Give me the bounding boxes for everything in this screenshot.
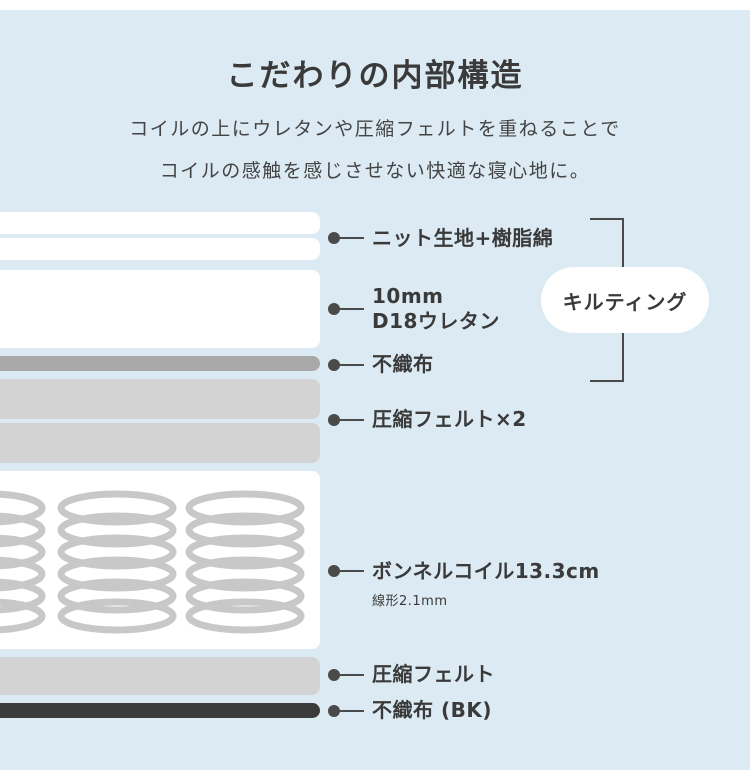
- marker-urethane: [328, 303, 364, 315]
- marker-knit: [328, 232, 364, 244]
- layer-knit-bottom: [0, 238, 320, 260]
- label-urethane-type: D18ウレタン: [372, 309, 500, 333]
- layer-knit-top: [0, 212, 320, 234]
- marker-coil: [328, 565, 364, 577]
- layer-felt-bottom: [0, 657, 320, 695]
- structure-canvas: こだわりの内部構造 コイルの上にウレタンや圧縮フェルトを重ねることで コイルの感…: [0, 10, 750, 770]
- coil-spring-1: [0, 490, 46, 634]
- marker-nonwoven: [328, 359, 364, 371]
- coil-springs-illustration: [0, 490, 305, 634]
- label-felt-x2: 圧縮フェルト×2: [372, 407, 527, 431]
- layer-felt-1: [0, 379, 320, 419]
- label-nonwoven: 不織布: [372, 352, 434, 376]
- layer-nonwoven: [0, 356, 320, 371]
- label-felt: 圧縮フェルト: [372, 662, 495, 686]
- marker-nonwoven-bk: [328, 705, 364, 717]
- quilting-badge: キルティング: [541, 267, 709, 333]
- subtitle-line-2: コイルの感触を感じさせない快適な寝心地に。: [159, 160, 591, 182]
- layer-felt-2: [0, 423, 320, 463]
- subtitle-line-1: コイルの上にウレタンや圧縮フェルトを重ねることで: [129, 118, 621, 140]
- layer-urethane: [0, 270, 320, 348]
- label-knit: ニット生地+樹脂綿: [372, 226, 554, 250]
- label-coil-wire: 線形2.1mm: [372, 594, 448, 609]
- coil-spring-2: [57, 490, 177, 634]
- layer-nonwoven-bk: [0, 703, 320, 718]
- coil-spring-3: [185, 490, 305, 634]
- label-urethane-thickness: 10mm: [372, 284, 444, 308]
- label-nonwoven-bk: 不織布 (BK): [372, 698, 492, 722]
- marker-felt-x2: [328, 414, 364, 426]
- label-coil: ボンネルコイル13.3cm: [372, 559, 600, 583]
- marker-felt: [328, 669, 364, 681]
- page-title: こだわりの内部構造: [226, 58, 524, 94]
